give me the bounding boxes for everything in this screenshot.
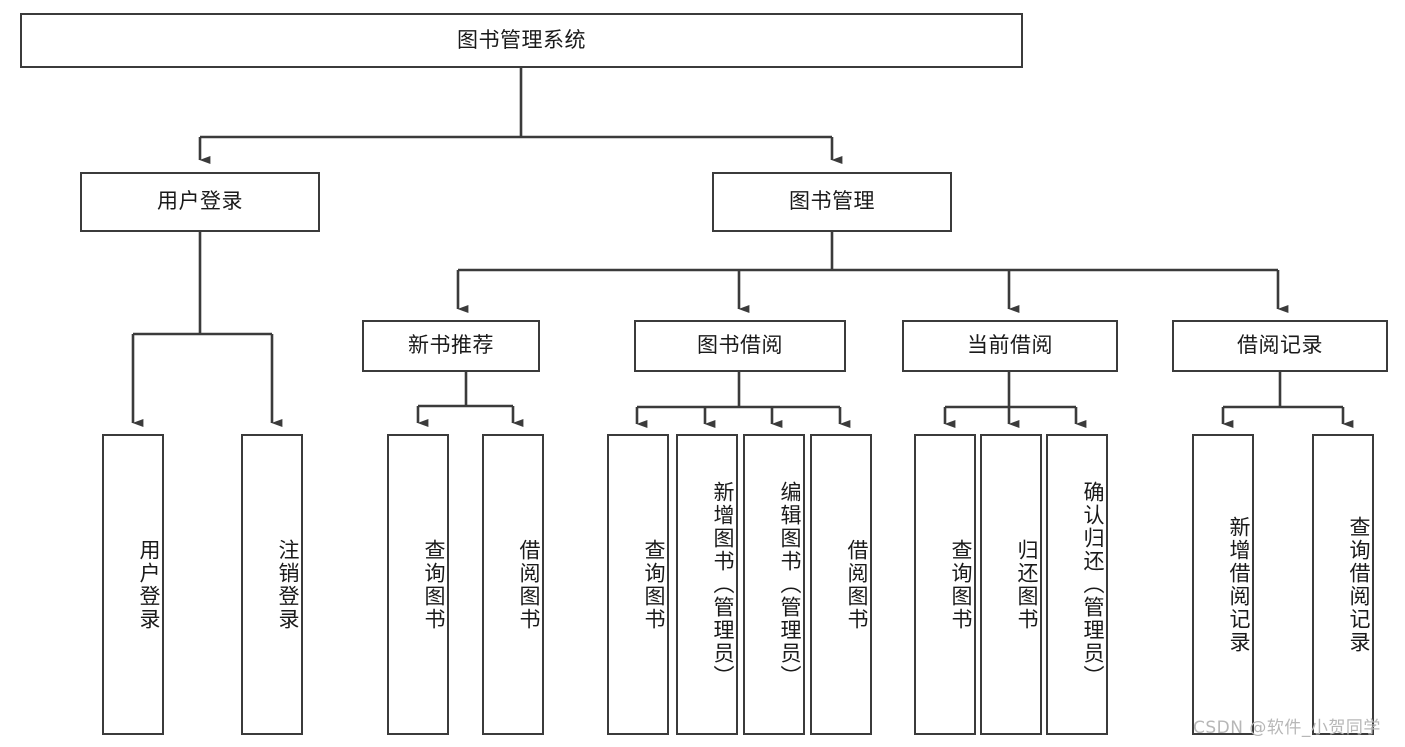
csdn-watermark: CSDN @软件_小贺同学 xyxy=(1193,718,1381,738)
node-current-borrow-label: 当前借阅 xyxy=(967,333,1053,358)
leaf-borrow-book-recommend-label: 借阅图书 xyxy=(517,538,541,631)
leaf-query-book-recommend[interactable]: 查询图书 xyxy=(387,434,449,735)
node-book-management-label: 图书管理 xyxy=(789,189,875,214)
leaf-borrow-book-recommend[interactable]: 借阅图书 xyxy=(482,434,544,735)
leaf-return-book[interactable]: 归还图书 xyxy=(980,434,1042,735)
leaf-query-borrow-record-label: 查询借阅记录 xyxy=(1347,515,1371,654)
leaf-query-book-borrow[interactable]: 查询图书 xyxy=(607,434,669,735)
node-borrow-record[interactable]: 借阅记录 xyxy=(1172,320,1388,372)
leaf-edit-book[interactable]: 编辑图书（管理员） xyxy=(743,434,805,735)
node-book-borrow-label: 图书借阅 xyxy=(697,333,783,358)
node-borrow-record-label: 借阅记录 xyxy=(1237,333,1323,358)
leaf-return-book-label: 归还图书 xyxy=(1015,538,1039,631)
leaf-edit-book-label: 编辑图书（管理员） xyxy=(778,481,802,688)
node-current-borrow[interactable]: 当前借阅 xyxy=(902,320,1118,372)
leaf-borrow-book-borrow[interactable]: 借阅图书 xyxy=(810,434,872,735)
leaf-add-borrow-record-label: 新增借阅记录 xyxy=(1227,515,1251,654)
leaf-user-login[interactable]: 用户登录 xyxy=(102,434,164,735)
node-book-borrow[interactable]: 图书借阅 xyxy=(634,320,846,372)
leaf-query-book-borrow-label: 查询图书 xyxy=(642,538,666,631)
leaf-add-borrow-record[interactable]: 新增借阅记录 xyxy=(1192,434,1254,735)
node-user-login[interactable]: 用户登录 xyxy=(80,172,320,232)
leaf-logout-login[interactable]: 注销登录 xyxy=(241,434,303,735)
node-book-management[interactable]: 图书管理 xyxy=(712,172,952,232)
leaf-borrow-book-borrow-label: 借阅图书 xyxy=(845,538,869,631)
leaf-query-book-current-label: 查询图书 xyxy=(949,538,973,631)
leaf-user-login-label: 用户登录 xyxy=(137,538,161,631)
leaf-add-book-label: 新增图书（管理员） xyxy=(711,481,735,688)
node-root-system-label: 图书管理系统 xyxy=(457,27,586,52)
leaf-add-book[interactable]: 新增图书（管理员） xyxy=(676,434,738,735)
leaf-query-book-recommend-label: 查询图书 xyxy=(422,538,446,631)
leaf-query-book-current[interactable]: 查询图书 xyxy=(914,434,976,735)
leaf-confirm-return[interactable]: 确认归还（管理员） xyxy=(1046,434,1108,735)
node-root-system[interactable]: 图书管理系统 xyxy=(20,13,1023,68)
node-new-book-recommend[interactable]: 新书推荐 xyxy=(362,320,540,372)
leaf-query-borrow-record[interactable]: 查询借阅记录 xyxy=(1312,434,1374,735)
node-user-login-label: 用户登录 xyxy=(157,189,243,214)
node-new-book-recommend-label: 新书推荐 xyxy=(408,333,494,358)
leaf-confirm-return-label: 确认归还（管理员） xyxy=(1081,481,1105,688)
leaf-logout-login-label: 注销登录 xyxy=(276,538,300,631)
